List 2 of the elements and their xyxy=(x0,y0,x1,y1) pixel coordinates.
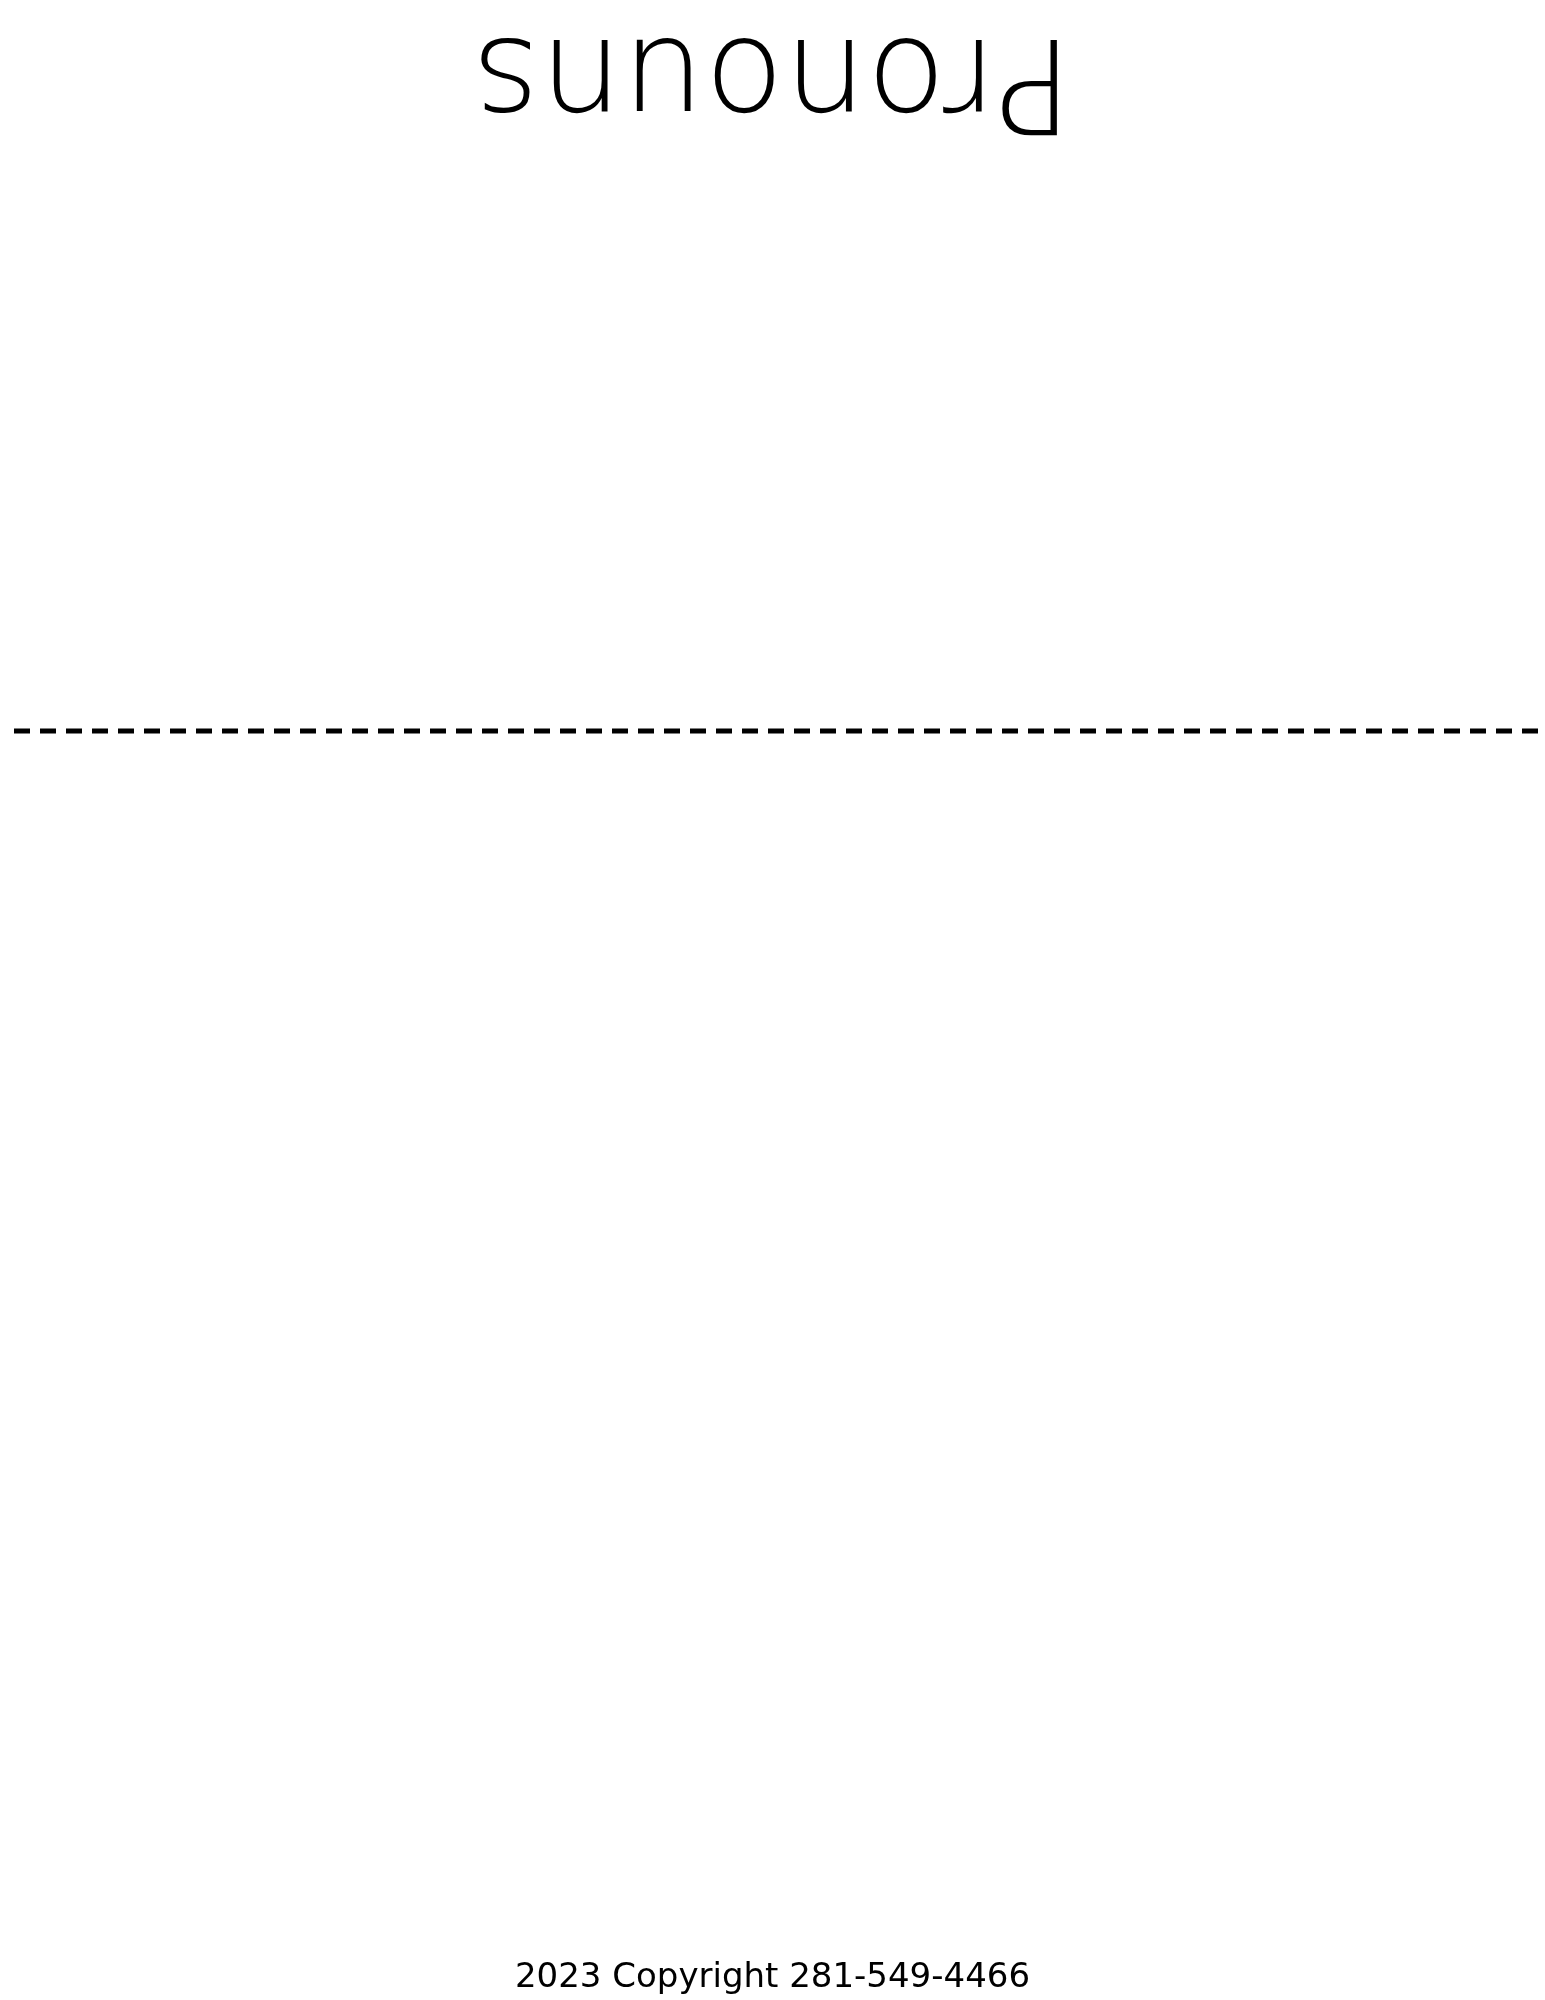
copyright-note: 2023 Copyright 281-549-4466 xyxy=(514,1955,1031,1995)
page-title: Pronouns xyxy=(472,20,1073,150)
